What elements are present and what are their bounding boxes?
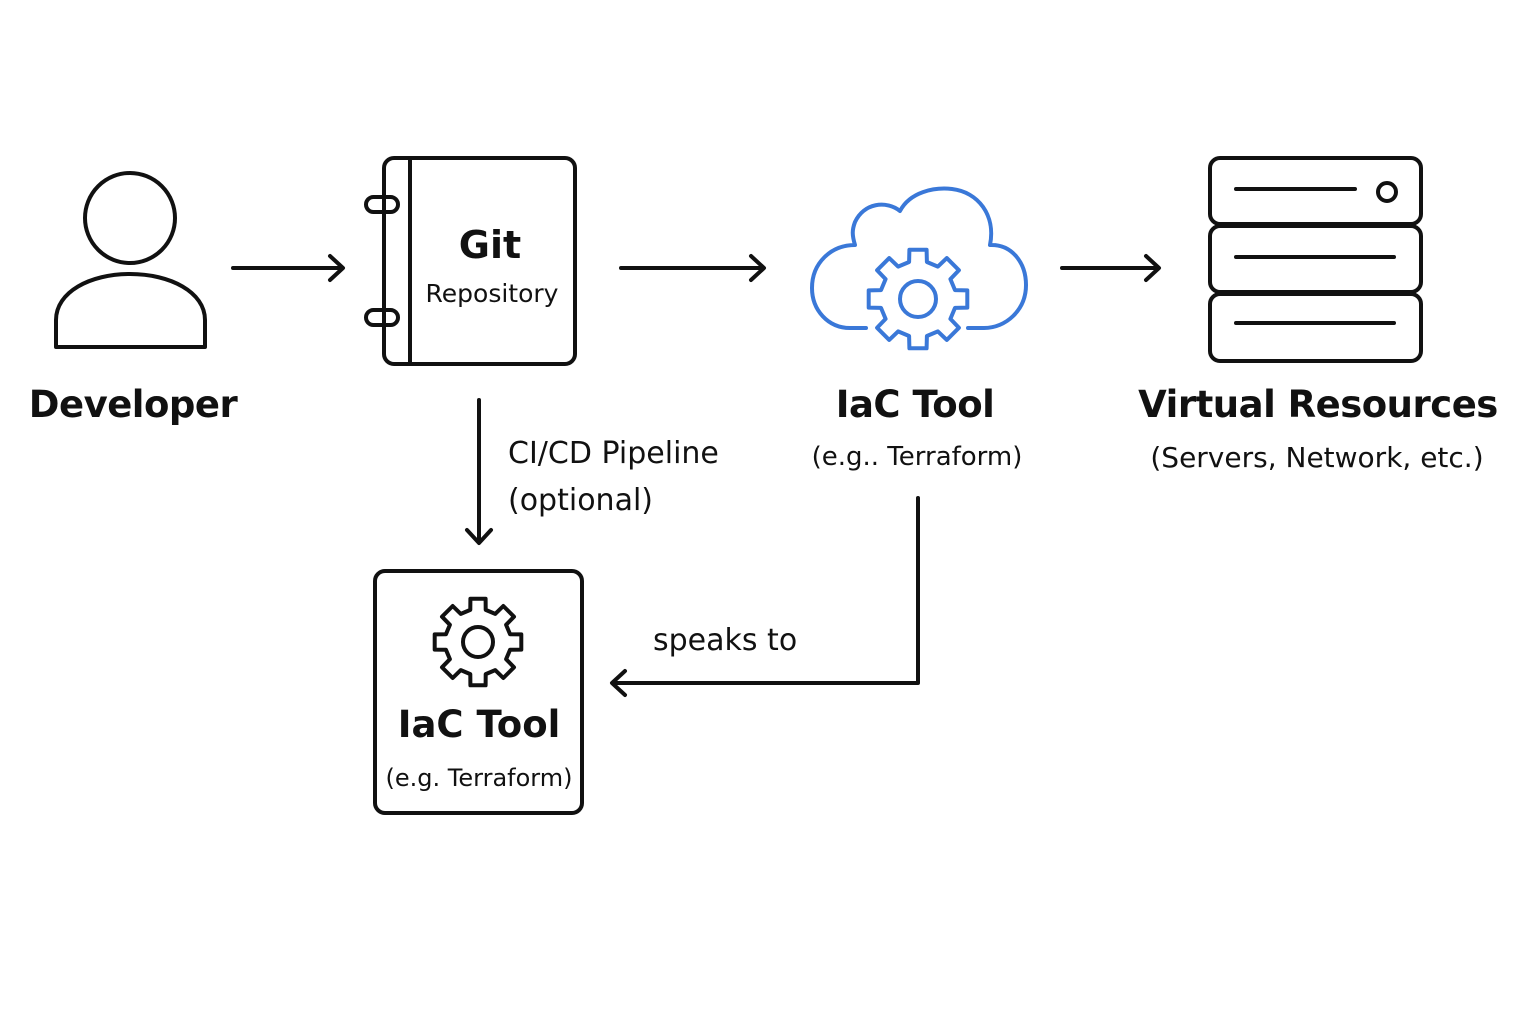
pipeline-label-line1: CI/CD Pipeline bbox=[508, 436, 719, 471]
arrow-developer-to-git bbox=[231, 254, 345, 282]
cloud-gear-icon bbox=[810, 186, 1028, 351]
git-repo-title: Git bbox=[458, 223, 522, 267]
iac-box-title: IaC Tool bbox=[397, 703, 561, 746]
virtual-resources-subtitle: (Servers, Network, etc.) bbox=[1150, 441, 1484, 474]
person-icon bbox=[54, 171, 207, 349]
arrow-git-to-iac-cloud bbox=[619, 254, 766, 282]
arrow-iac-cloud-to-resources bbox=[1060, 254, 1161, 282]
pipeline-label-line2: (optional) bbox=[508, 483, 653, 518]
iac-box-subtitle: (e.g. Terraform) bbox=[385, 764, 573, 792]
gear-icon bbox=[432, 596, 524, 688]
virtual-resources-title: Virtual Resources bbox=[1138, 383, 1498, 426]
iac-box bbox=[373, 569, 584, 815]
iac-cloud-subtitle: (e.g.. Terraform) bbox=[811, 442, 1023, 472]
arrow-iac-cloud-to-iac-box bbox=[610, 496, 920, 697]
speaks-to-label: speaks to bbox=[653, 623, 798, 658]
git-repo-subtitle: Repository bbox=[425, 279, 559, 308]
iac-cloud-title: IaC Tool bbox=[835, 383, 995, 426]
server-stack-icon bbox=[1208, 156, 1423, 363]
notebook-icon bbox=[364, 156, 577, 366]
arrow-git-to-iac-box bbox=[465, 398, 493, 545]
developer-label: Developer bbox=[28, 383, 238, 426]
